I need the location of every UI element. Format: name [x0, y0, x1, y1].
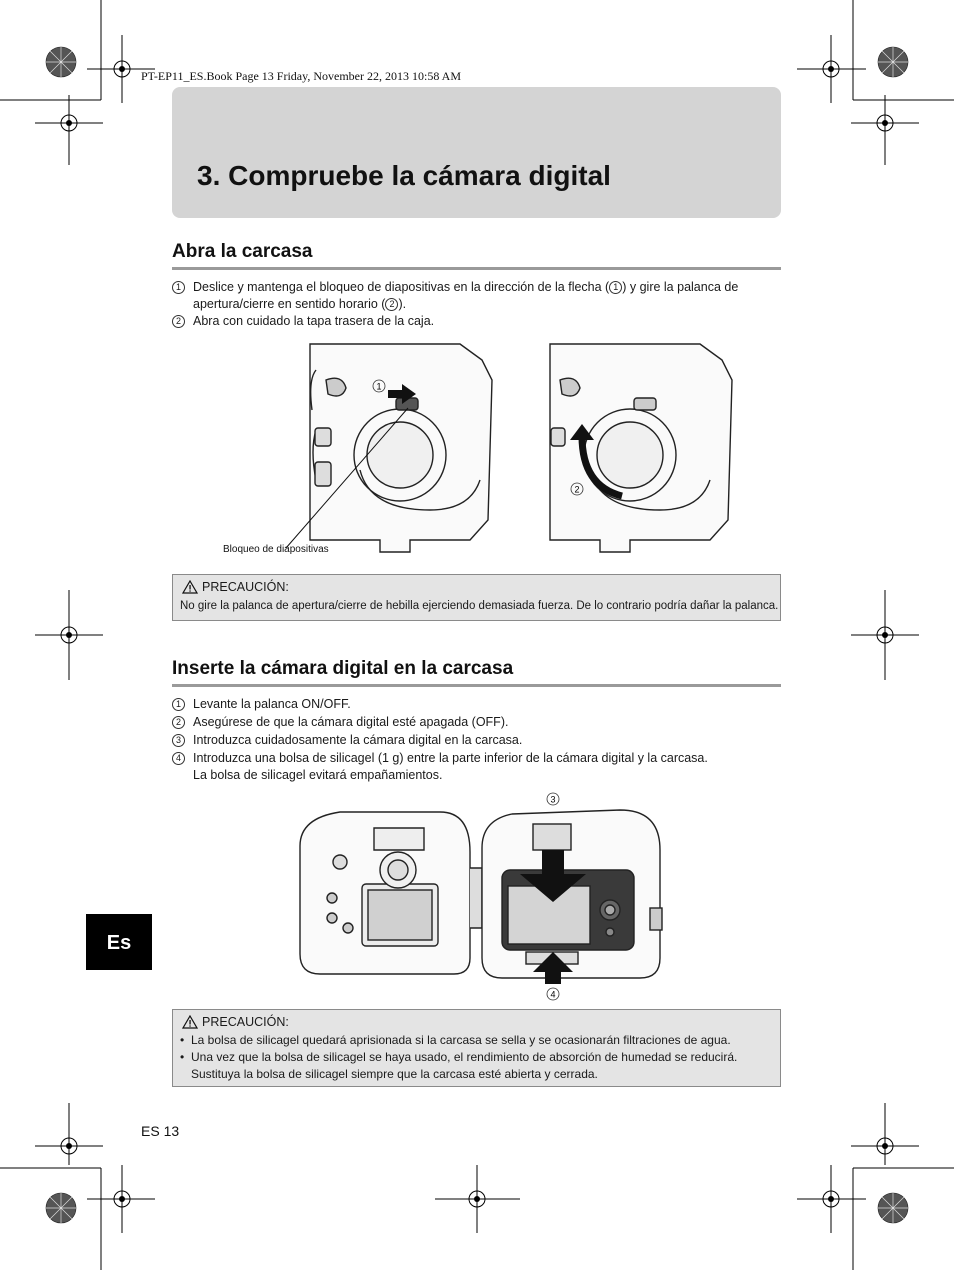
- step-text: Abra con cuidado la tapa trasera de la c…: [193, 314, 435, 328]
- step-number: 1: [172, 698, 185, 711]
- caution-title: PRECAUCIÓN:: [202, 580, 289, 594]
- caution-bullet-text: Una vez que la bolsa de silicagel se hay…: [191, 1050, 738, 1081]
- step-item: 4 Introduzca una bolsa de silicagel (1 g…: [172, 750, 782, 784]
- page-number: ES 13: [141, 1123, 180, 1139]
- section-heading-insert-camera: Inserte la cámara digital en la carcasa: [172, 658, 514, 679]
- caution-title: PRECAUCIÓN:: [202, 1015, 289, 1029]
- section-rule: [172, 267, 781, 270]
- title-banner: [172, 87, 781, 218]
- step-text: Introduzca una bolsa de silicagel (1 g) …: [193, 751, 708, 765]
- step-ref: 2: [385, 298, 399, 311]
- step-text: Introduzca cuidadosamente la cámara digi…: [193, 733, 523, 747]
- caution-bullet: •Una vez que la bolsa de silicagel se ha…: [180, 1049, 775, 1083]
- step-ref: 1: [609, 281, 623, 294]
- step-item: 1 Levante la palanca ON/OFF.: [172, 696, 782, 713]
- caution-box: PRECAUCIÓN: •La bolsa de silicagel queda…: [172, 1009, 781, 1087]
- section-heading-open-housing: Abra la carcasa: [172, 241, 313, 262]
- section-rule: [172, 684, 781, 687]
- step-text-note: La bolsa de silicagel evitará empañamien…: [193, 768, 443, 782]
- step-text: ) y gire la palanca de apertura/cierre e…: [193, 280, 739, 311]
- caution-box: PRECAUCIÓN: No gire la palanca de apertu…: [172, 574, 781, 621]
- figure-callout: 2: [574, 485, 579, 495]
- step-number: 3: [172, 734, 185, 747]
- step-text: Levante la palanca ON/OFF.: [193, 697, 351, 711]
- figure-callout: 4: [550, 990, 555, 1000]
- step-number: 2: [172, 716, 185, 729]
- step-number: 4: [172, 752, 185, 765]
- step-number: 1: [172, 281, 185, 294]
- step-item: 2 Asegúrese de que la cámara digital est…: [172, 714, 782, 731]
- camera-insertion-illustration: 3 4: [299, 792, 663, 1001]
- print-header: PT-EP11_ES.Book Page 13 Friday, November…: [141, 69, 461, 83]
- step-item: 2 Abra con cuidado la tapa trasera de la…: [172, 313, 782, 330]
- figure-callout: 1: [376, 382, 381, 392]
- step-text: ).: [398, 297, 407, 311]
- step-item: 1 Deslice y mantenga el bloqueo de diapo…: [172, 279, 782, 313]
- caution-text: No gire la palanca de apertura/cierre de…: [180, 600, 779, 612]
- slide-lock-label: Bloqueo de diapositivas: [223, 544, 329, 555]
- warning-icon: [181, 1014, 199, 1029]
- step-text: Deslice y mantenga el bloqueo de diaposi…: [193, 280, 610, 294]
- caution-bullet: •La bolsa de silicagel quedará aprisiona…: [180, 1032, 775, 1049]
- step-number: 2: [172, 315, 185, 328]
- step-text: Asegúrese de que la cámara digital esté …: [193, 715, 509, 729]
- figure-callout: 3: [550, 795, 555, 805]
- page-title: 3. Compruebe la cámara digital: [197, 160, 611, 191]
- step-item: 3 Introduzca cuidadosamente la cámara di…: [172, 732, 782, 749]
- language-tab: Es: [86, 914, 152, 970]
- caution-bullet-text: La bolsa de silicagel quedará aprisionad…: [191, 1033, 731, 1047]
- warning-icon: [181, 579, 199, 594]
- housing-open-illustration: 1 2: [285, 343, 733, 553]
